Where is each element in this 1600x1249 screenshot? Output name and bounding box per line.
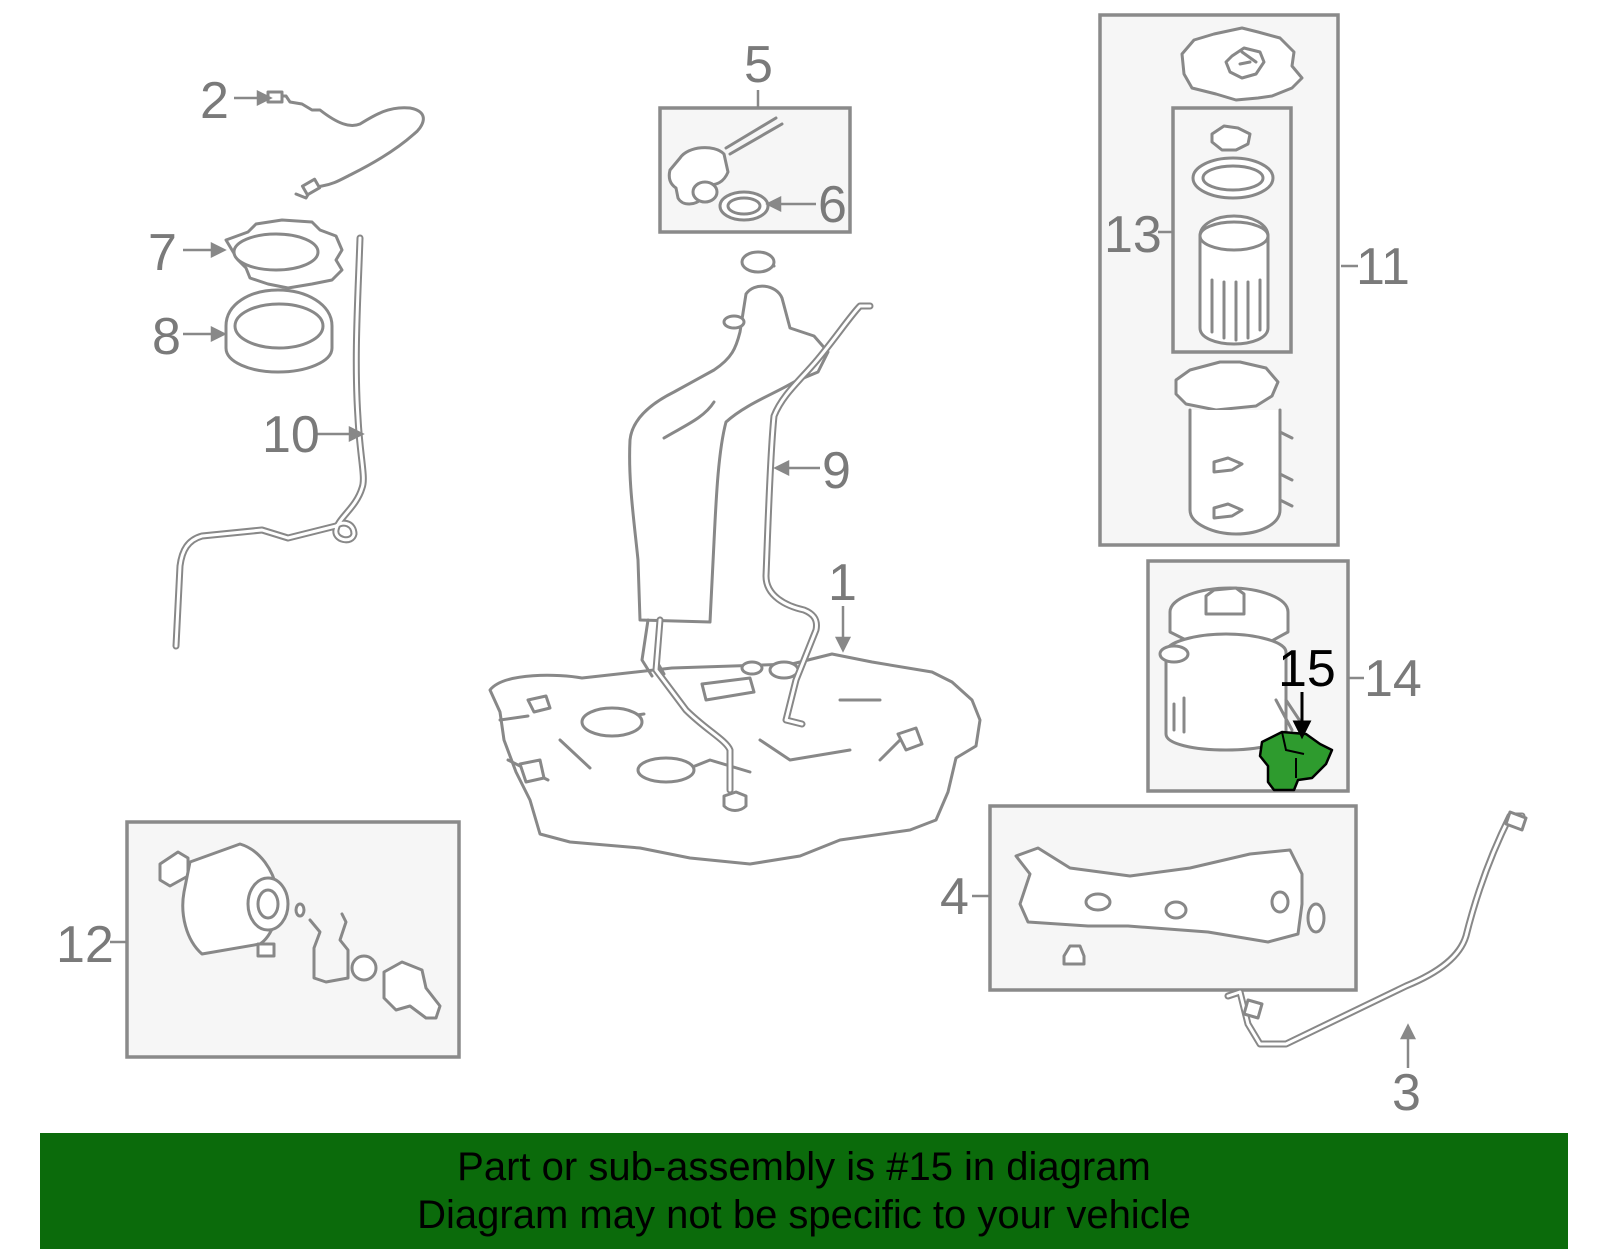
callout-8: 8 [152,308,181,366]
part-7-lock-ring[interactable] [224,218,344,290]
part-11-pump-flange[interactable] [1180,26,1304,102]
callout-12: 12 [56,916,114,974]
callout-5: 5 [744,36,773,94]
part-12-pump-kit[interactable] [158,842,442,1020]
part-8-seal-ring[interactable] [224,288,334,374]
part-4-heat-shield[interactable] [1014,846,1326,966]
banner-line-2: Diagram may not be specific to your vehi… [417,1193,1191,1237]
callout-6: 6 [818,176,847,234]
callout-9: 9 [822,442,851,500]
info-banner: Part or sub-assembly is #15 in diagram D… [40,1133,1568,1249]
part-15-highlighted[interactable] [1258,730,1334,792]
part-13-filter[interactable] [1191,124,1275,346]
callout-7: 7 [148,224,177,282]
callout-2: 2 [200,72,229,130]
part-10-vent-line[interactable] [172,234,367,650]
callout-13: 13 [1104,206,1162,264]
callout-3: 3 [1392,1064,1421,1122]
leader-line-15 [1292,692,1312,740]
part-1-filler-neck[interactable] [628,250,830,678]
leader-lines [110,89,1417,1068]
callout-14: 14 [1364,650,1422,708]
callout-1: 1 [828,554,857,612]
part-6-o-ring[interactable] [718,190,770,222]
part-14-pump-module[interactable] [1158,586,1304,752]
part-9-vent-tube[interactable] [652,302,874,794]
part-3-tank-strap[interactable] [1224,810,1528,1048]
callout-15: 15 [1278,640,1336,698]
callout-11: 11 [1356,238,1410,296]
banner-line-1: Part or sub-assembly is #15 in diagram [457,1145,1151,1189]
callout-10: 10 [262,406,320,464]
part-2-sensor-wire[interactable] [266,90,425,200]
callout-4: 4 [940,868,969,926]
part-1-fuel-tank[interactable] [488,652,982,866]
part-5-vent-valve[interactable] [667,116,784,206]
part-11-pump-housing[interactable] [1174,360,1294,536]
